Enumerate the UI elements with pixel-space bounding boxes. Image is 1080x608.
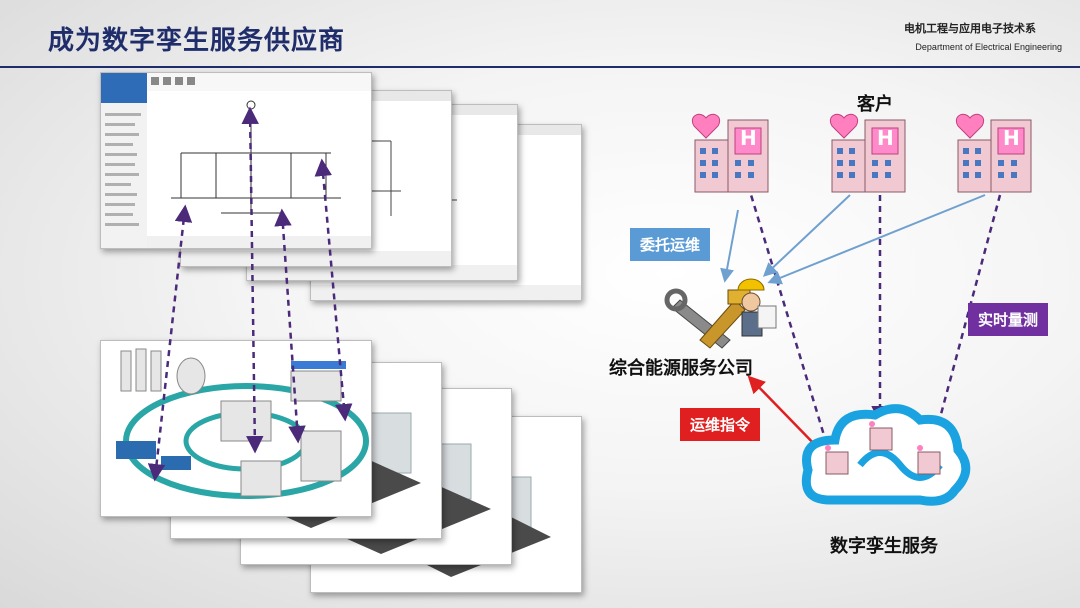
delegate-arrow-3 xyxy=(767,194,986,285)
twin-cloud-icon xyxy=(801,404,971,506)
building-letter-1: H xyxy=(740,126,757,150)
measure-badge: 实时量测 xyxy=(968,303,1049,336)
measure-arrow-3 xyxy=(925,194,1002,459)
building-letter-3: H xyxy=(1003,126,1020,150)
link-arrow-4 xyxy=(314,158,353,422)
company-label: 综合能源服务公司 xyxy=(609,358,753,379)
delegate-arrow-1 xyxy=(720,209,739,283)
slide-title: 成为数字孪生服务供应商 xyxy=(48,26,346,56)
measure-arrow-1 xyxy=(746,184,835,459)
delegate-arrow-2 xyxy=(762,194,851,277)
building-letter-2: H xyxy=(877,126,894,150)
customer-building-3 xyxy=(956,113,1032,193)
department-name-cn: 电机工程与应用电子技术系 xyxy=(904,22,1036,35)
twin-service-label: 数字孪生服务 xyxy=(830,536,938,557)
worker-tools-icon xyxy=(664,278,777,349)
title-divider xyxy=(0,66,1080,68)
command-arrow xyxy=(747,375,821,451)
customers-label: 客户 xyxy=(857,94,893,115)
customer-building-1 xyxy=(692,113,769,193)
department-name-en: Department of Electrical Engineering xyxy=(915,42,1062,52)
delegate-badge: 委托运维 xyxy=(630,228,711,261)
link-arrow-2 xyxy=(241,106,264,454)
link-arrow-3 xyxy=(274,208,306,444)
link-arrow-1 xyxy=(147,204,193,482)
customer-building-2 xyxy=(830,113,906,193)
command-badge: 运维指令 xyxy=(680,408,761,441)
